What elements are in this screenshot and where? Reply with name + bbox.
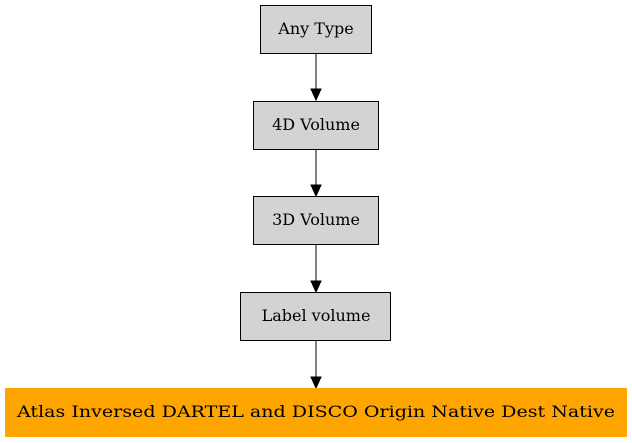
node-label-any-type: Any Type [277,19,353,38]
node-4d-volume[interactable]: 4D Volume [253,101,379,150]
node-3d-volume[interactable]: 3D Volume [253,196,379,245]
node-atlas-inversed-dartel[interactable]: Atlas Inversed DARTEL and DISCO Origin N… [5,388,627,437]
node-label-3d-volume: 3D Volume [272,210,360,229]
edge-4d-volume-to-3d-volume [310,149,322,198]
edge-label-volume-to-atlas [310,341,322,390]
node-label-volume[interactable]: Label volume [240,292,391,341]
node-label-4d-volume: 4D Volume [272,115,360,134]
edge-any-type-to-4d-volume [310,53,322,102]
node-any-type[interactable]: Any Type [260,5,372,54]
edge-3d-volume-to-label-volume [310,244,322,294]
node-label-label-volume: Label volume [262,306,371,325]
node-label-atlas-inversed-dartel: Atlas Inversed DARTEL and DISCO Origin N… [16,402,615,421]
